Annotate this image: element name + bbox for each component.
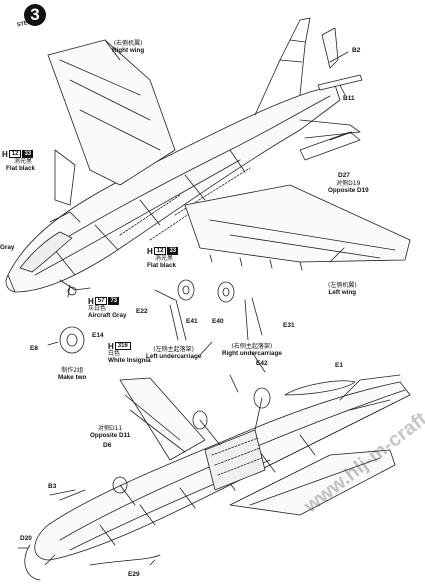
part-e8: E8 — [30, 345, 38, 352]
opposite-d19-label: 对侧D19 Opposite D19 — [328, 180, 369, 194]
make-two-label-en: Make two — [58, 374, 87, 381]
lower-fuselage-drawing — [17, 374, 411, 581]
paint-h33-mid-en: Flat black — [147, 262, 177, 269]
right-wing-drawing — [47, 39, 176, 206]
step-marker: STEP 3 — [2, 2, 46, 32]
make-two-label-cn: 制作2组 — [61, 367, 84, 374]
part-e1: E1 — [335, 362, 343, 369]
part-b2: B2 — [352, 47, 361, 54]
part-d6: D6 — [103, 442, 112, 449]
part-b11: B11 — [343, 95, 355, 102]
left-undercarriage-label: (左侧主起落架) Left undercarriage — [146, 346, 201, 360]
part-e22: E22 — [136, 308, 148, 315]
left-undercarriage-label-en: Left undercarriage — [146, 353, 202, 360]
part-d27: D27 — [338, 172, 350, 179]
upper-fuselage-drawing — [5, 17, 361, 298]
paint-h73-en: Aircraft Gray — [88, 312, 127, 319]
part-e31: E31 — [283, 322, 295, 329]
wheel-parts-drawing — [47, 279, 263, 354]
part-e40: E40 — [212, 318, 224, 325]
paint-h316-cn: 白色 — [108, 350, 121, 357]
paint-h316-en: White Insignia — [108, 357, 151, 364]
right-wing-label-cn: (右侧机翼) — [113, 40, 143, 47]
part-e14: E14 — [92, 332, 104, 339]
part-e41: E41 — [186, 318, 198, 325]
left-wing-label: (左侧机翼) Left wing — [328, 282, 357, 296]
paint-h33-top-cn: 消光黑 — [14, 158, 33, 165]
opposite-d19-label-en: Opposite D19 — [328, 187, 369, 194]
left-wing-drawing — [184, 131, 411, 271]
right-undercarriage-label-en: Right undercarriage — [222, 350, 282, 357]
part-d20: D20 — [20, 535, 32, 542]
opposite-d11-label: 对侧D11 Opposite D11 — [90, 425, 130, 439]
left-wing-label-en: Left wing — [328, 289, 357, 296]
paint-h33-mid-cn: 消光黑 — [155, 255, 174, 262]
left-undercarriage-label-cn: (左侧主起落架) — [153, 346, 194, 353]
paint-h33-top-en: Flat black — [6, 165, 36, 172]
opposite-d11-label-en: Opposite D11 — [90, 432, 131, 439]
make-two-label: 制作2组 Make two — [58, 367, 86, 381]
paint-h73-cn: 灰白色 — [88, 305, 107, 312]
part-b3: B3 — [48, 483, 57, 490]
right-undercarriage-label: (右侧主起落架) Right undercarriage — [222, 343, 282, 357]
part-e29: E29 — [128, 571, 140, 578]
right-wing-label-en: Right wing — [112, 47, 145, 54]
right-wing-label: (右侧机翼) Right wing — [112, 40, 144, 54]
left-wing-label-cn: (左侧机翼) — [328, 282, 357, 289]
opposite-d11-label-cn: 对侧D11 — [97, 425, 123, 432]
right-undercarriage-label-cn: (右侧主起落架) — [231, 343, 273, 350]
step-number: 3 — [24, 4, 46, 26]
part-e42: E42 — [256, 360, 268, 367]
left-edge-gray-label: Gray — [0, 244, 15, 251]
opposite-d19-label-cn: 对侧D19 — [336, 180, 361, 187]
